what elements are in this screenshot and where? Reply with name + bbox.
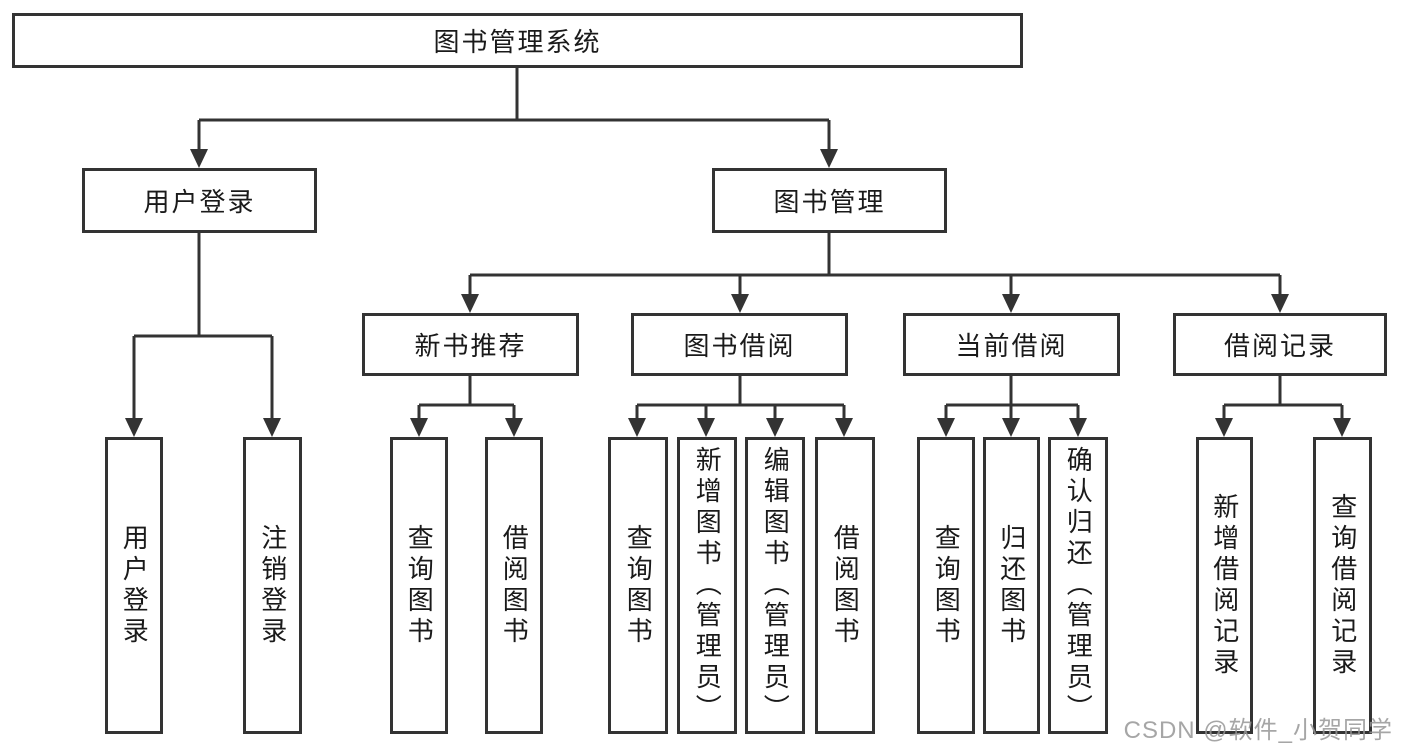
node-label: 图书借阅 [683, 331, 796, 361]
arrow-down-icon [697, 418, 715, 437]
connector-user-login-children [132, 233, 274, 429]
node-label: 编辑图书（管理员） [760, 446, 791, 725]
node-label: 查询图书 [931, 523, 962, 648]
node-label: 当前借阅 [955, 331, 1068, 361]
arrow-down-icon [766, 418, 784, 437]
arrow-down-icon [820, 149, 838, 168]
connector-records-children [1222, 376, 1344, 429]
arrow-down-icon [835, 418, 853, 437]
connector-book-mgmt-sections [468, 233, 1282, 305]
arrow-down-icon [1002, 294, 1020, 313]
connector-new-book-children [417, 376, 516, 429]
arrow-down-icon [125, 418, 143, 437]
node-label: 注销登录 [257, 523, 288, 648]
node-label: 借阅图书 [830, 523, 861, 648]
node-borrow-records: 借阅记录 [1173, 313, 1387, 376]
csdn-watermark: CSDN @软件_小贺同学 [1123, 717, 1393, 744]
node-label: 新增图书（管理员） [692, 446, 723, 725]
arrow-down-icon [190, 149, 208, 168]
node-label: 查询图书 [404, 523, 435, 648]
arrow-down-icon [937, 418, 955, 437]
node-book-borrowing: 图书借阅 [631, 313, 848, 376]
node-label: 用户登录 [119, 523, 150, 648]
node-label: 新书推荐 [414, 331, 527, 361]
connector-lines [132, 68, 1344, 429]
node-label: 确认归还（管理员） [1063, 446, 1094, 725]
arrow-down-icon [1002, 418, 1020, 437]
node-leaf-confirm-return-admin: 确认归还（管理员） [1048, 437, 1108, 734]
node-leaf-query-books-borrowing: 查询图书 [608, 437, 668, 734]
node-leaf-return-books: 归还图书 [983, 437, 1040, 734]
node-leaf-add-book-admin: 新增图书（管理员） [677, 437, 737, 734]
node-label: 借阅图书 [499, 523, 530, 648]
connector-current-children [944, 376, 1080, 429]
connector-borrowing-children [635, 376, 846, 429]
node-label: 借阅记录 [1223, 331, 1336, 361]
node-leaf-edit-book-admin: 编辑图书（管理员） [745, 437, 805, 734]
node-leaf-add-borrow-record: 新增借阅记录 [1196, 437, 1253, 734]
connector-root-to-level2 [197, 68, 831, 160]
node-label: 用户登录 [143, 187, 256, 217]
node-leaf-logout: 注销登录 [243, 437, 302, 734]
node-label: 归还图书 [996, 523, 1027, 648]
node-leaf-query-borrow-record: 查询借阅记录 [1313, 437, 1372, 734]
node-label: 查询借阅记录 [1327, 492, 1358, 679]
node-leaf-borrow-books-recommend: 借阅图书 [485, 437, 543, 734]
node-book-management: 图书管理 [712, 168, 947, 233]
node-user-login: 用户登录 [82, 168, 317, 233]
node-leaf-query-books-recommend: 查询图书 [390, 437, 448, 734]
arrow-down-icon [628, 418, 646, 437]
arrow-down-icon [410, 418, 428, 437]
node-label: 查询图书 [623, 523, 654, 648]
arrow-down-icon [1069, 418, 1087, 437]
node-label: 新增借阅记录 [1209, 492, 1240, 679]
node-label: 图书管理 [773, 187, 886, 217]
arrow-down-icon [505, 418, 523, 437]
arrow-down-icon [1271, 294, 1289, 313]
node-leaf-query-books-current: 查询图书 [917, 437, 975, 734]
node-library-management-system: 图书管理系统 [12, 13, 1023, 68]
node-label: 图书管理系统 [433, 27, 602, 57]
arrow-down-icon [1215, 418, 1233, 437]
arrow-down-icon [1333, 418, 1351, 437]
node-leaf-borrow-books-borrowing: 借阅图书 [815, 437, 875, 734]
node-current-borrowing: 当前借阅 [903, 313, 1120, 376]
arrow-down-icon [461, 294, 479, 313]
arrow-down-icon [263, 418, 281, 437]
arrow-down-icon [731, 294, 749, 313]
node-leaf-user-login: 用户登录 [105, 437, 163, 734]
node-new-book-recommend: 新书推荐 [362, 313, 579, 376]
arrowheads [125, 149, 1351, 437]
